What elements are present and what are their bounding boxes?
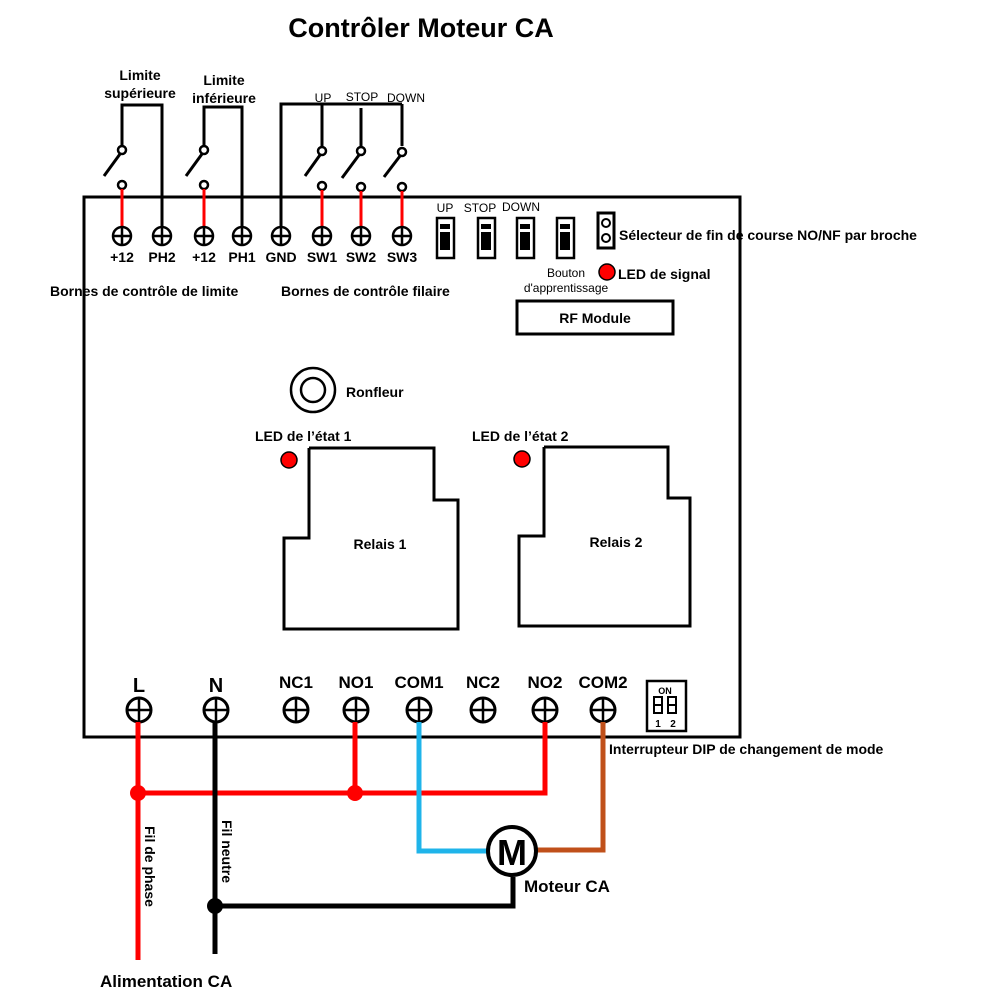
phase-junction-2 <box>347 785 363 801</box>
motor-icon <box>486 825 538 877</box>
relay-2-led-label: LED de l’état 2 <box>472 428 569 444</box>
onboard-stop-button[interactable] <box>476 216 497 260</box>
wired-down-label: DOWN <box>387 91 425 105</box>
relay-2 <box>517 445 692 628</box>
dip-pos-2: 2 <box>670 719 676 730</box>
rf-module <box>515 299 675 336</box>
top-terminal <box>391 225 413 247</box>
bottom-terminal-label: N <box>209 675 223 697</box>
top-terminal <box>111 225 133 247</box>
bottom-terminal-l <box>125 696 153 724</box>
phase-wire <box>135 722 548 960</box>
up-switch <box>303 145 328 192</box>
top-terminal-label: +12 <box>192 249 216 265</box>
stop-switch <box>340 145 367 193</box>
rf-module-label: RF Module <box>559 310 631 326</box>
dip-pos-1: 1 <box>655 719 661 730</box>
jumper-label: Sélecteur de fin de course NO/NF par bro… <box>619 227 917 243</box>
com1-wire <box>416 722 490 854</box>
onboard-stop-label: STOP <box>464 201 496 215</box>
bottom-terminal-com1 <box>405 696 433 724</box>
signal-led <box>598 263 616 281</box>
down-switch <box>382 146 408 193</box>
neutral-wire-label: Fil neutre <box>219 820 235 883</box>
relay-1 <box>282 446 460 631</box>
relay-1-led <box>280 451 298 469</box>
red-terminal-links <box>120 189 404 228</box>
controller-board <box>82 195 742 739</box>
bottom-terminal-nc2 <box>469 696 497 724</box>
neutral-wire <box>212 722 516 954</box>
onboard-down-label: DOWN <box>502 200 540 214</box>
bottom-terminal-label: L <box>133 675 145 697</box>
bottom-terminal-label: NC2 <box>466 673 500 692</box>
neutral-junction <box>207 898 223 914</box>
onboard-up-button[interactable] <box>435 216 456 260</box>
onboard-down-button[interactable] <box>515 216 536 260</box>
wired-up-label: UP <box>315 91 332 105</box>
top-terminal <box>151 225 173 247</box>
onboard-up-label: UP <box>437 201 454 215</box>
top-terminal-label: SW3 <box>387 249 418 265</box>
com2-wire <box>536 722 606 853</box>
relay-1-led-label: LED de l’état 1 <box>255 428 352 444</box>
wired-switch-bus <box>279 102 404 235</box>
learn-button[interactable] <box>555 216 576 260</box>
nc-no-jumper[interactable] <box>596 211 616 250</box>
dip-on-label: ON <box>658 686 672 696</box>
diagram-title: Contrôler Moteur CA <box>288 13 554 43</box>
top-terminal-label: PH2 <box>148 249 175 265</box>
bottom-terminal-label: NO1 <box>339 673 374 692</box>
relay-2-led <box>513 450 531 468</box>
relay-2-label: Relais 2 <box>590 534 643 550</box>
relay-1-label: Relais 1 <box>354 536 407 552</box>
bottom-terminal-label: NC1 <box>279 673 313 692</box>
motor-label: Moteur CA <box>524 877 610 896</box>
upper-limit-label-2: supérieure <box>104 85 176 101</box>
lower-limit-label-2: inférieure <box>192 90 256 106</box>
wired-terminals-label: Bornes de contrôle filaire <box>281 283 450 299</box>
bottom-terminal-label: NO2 <box>528 673 563 692</box>
learn-button-label-2: d'apprentissage <box>524 281 609 295</box>
power-label: Alimentation CA <box>100 972 232 991</box>
learn-button-label-1: Bouton <box>547 266 585 280</box>
bottom-terminal-com2 <box>589 696 617 724</box>
wired-stop-label: STOP <box>346 90 378 104</box>
top-terminal-label: GND <box>265 249 296 265</box>
top-terminal-label: SW2 <box>346 249 377 265</box>
phase-junction-1 <box>130 785 146 801</box>
bottom-terminal-nc1 <box>282 696 310 724</box>
top-terminal <box>193 225 215 247</box>
dip-switch[interactable] <box>645 679 688 733</box>
lower-limit-switch <box>184 105 244 235</box>
buzzer-label: Ronfleur <box>346 384 404 400</box>
top-terminal-label: SW1 <box>307 249 338 265</box>
upper-limit-label-1: Limite <box>119 67 160 83</box>
signal-led-label: LED de signal <box>618 266 711 282</box>
top-terminal <box>231 225 253 247</box>
bottom-terminal-label: COM1 <box>394 673 443 692</box>
dip-switch-label: Interrupteur DIP de changement de mode <box>609 741 884 757</box>
top-terminal <box>311 225 333 247</box>
buzzer-icon <box>289 366 337 414</box>
lower-limit-label-1: Limite <box>203 72 244 88</box>
bottom-terminal-label: COM2 <box>578 673 627 692</box>
motor-symbol: M <box>497 832 527 873</box>
upper-limit-switch <box>102 103 164 235</box>
bottom-terminal-n <box>202 696 230 724</box>
top-terminal <box>270 225 292 247</box>
top-terminal <box>350 225 372 247</box>
phase-wire-label: Fil de phase <box>142 826 158 907</box>
bottom-terminal-no1 <box>342 696 370 724</box>
top-terminal-label: PH1 <box>228 249 255 265</box>
bottom-terminal-no2 <box>531 696 559 724</box>
top-terminal-label: +12 <box>110 249 134 265</box>
limit-terminals-label: Bornes de contrôle de limite <box>50 283 238 299</box>
